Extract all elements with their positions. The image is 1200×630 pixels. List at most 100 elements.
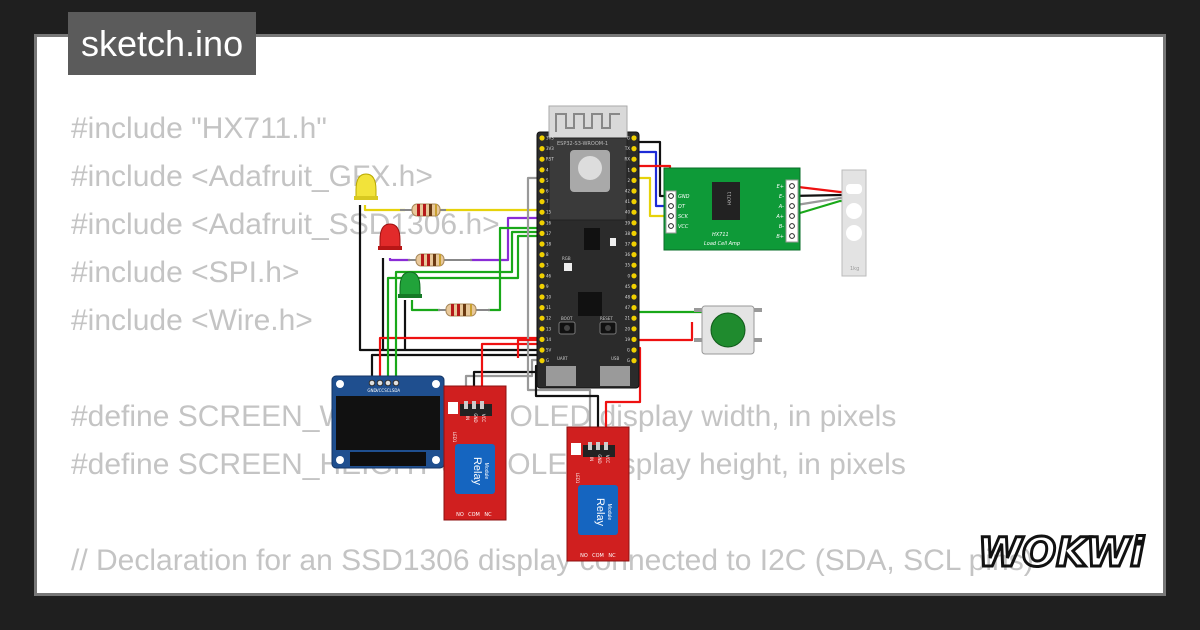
board-pin[interactable] xyxy=(539,188,545,194)
board-pin[interactable] xyxy=(539,326,545,332)
relay-pin[interactable] xyxy=(596,442,600,450)
board-pin[interactable] xyxy=(539,305,545,311)
board-pin[interactable] xyxy=(631,336,637,342)
push-button[interactable] xyxy=(694,305,762,355)
led-green[interactable] xyxy=(398,271,422,298)
board-pin[interactable] xyxy=(539,262,545,268)
hx711-out-pin[interactable] xyxy=(789,193,795,199)
relay2-subtitle: Module xyxy=(606,504,612,521)
board-pin-label: 12 xyxy=(546,316,552,321)
hx711-pin[interactable] xyxy=(668,213,674,219)
board-pin[interactable] xyxy=(631,294,637,300)
led-red[interactable] xyxy=(378,223,402,250)
oled-pin[interactable] xyxy=(392,379,400,387)
hx711-pin[interactable] xyxy=(668,203,674,209)
board-pin[interactable] xyxy=(539,199,545,205)
board-pin[interactable] xyxy=(539,252,545,258)
board-pin[interactable] xyxy=(631,230,637,236)
resistor[interactable] xyxy=(400,203,446,217)
oled-pin[interactable] xyxy=(384,379,392,387)
board-pin[interactable] xyxy=(631,283,637,289)
board-pin[interactable] xyxy=(539,146,545,152)
oled-pin[interactable] xyxy=(376,379,384,387)
board-pin-label: 36 xyxy=(625,252,631,257)
relay-pin[interactable] xyxy=(588,442,592,450)
relay-pin[interactable] xyxy=(480,401,484,409)
board-pin[interactable] xyxy=(631,156,637,162)
usb-port[interactable] xyxy=(600,366,630,386)
board-pin-label: 1 xyxy=(627,167,630,172)
board-pin[interactable] xyxy=(631,241,637,247)
load-cell-label: 1kg xyxy=(850,266,859,272)
board-pin-label: 37 xyxy=(625,242,631,247)
oled-pin-label: SCL xyxy=(384,388,392,393)
resistor[interactable] xyxy=(438,303,490,317)
board-pin-label: 3V3 xyxy=(546,146,554,151)
board-pin-label: 18 xyxy=(546,242,552,247)
board-pin[interactable] xyxy=(631,188,637,194)
board-pin[interactable] xyxy=(631,315,637,321)
board-pin[interactable] xyxy=(539,347,545,353)
hx711-pin-label: GND xyxy=(678,194,690,200)
hx711-pin[interactable] xyxy=(668,223,674,229)
board-pin[interactable] xyxy=(631,209,637,215)
board-pin[interactable] xyxy=(631,262,637,268)
board-pin[interactable] xyxy=(631,347,637,353)
hx711-out-pin[interactable] xyxy=(789,213,795,219)
hx711-out-pin[interactable] xyxy=(789,223,795,229)
board-pin-label: 9 xyxy=(546,284,549,289)
board-pin[interactable] xyxy=(539,294,545,300)
hx711-out-pin[interactable] xyxy=(789,183,795,189)
board-pin[interactable] xyxy=(631,273,637,279)
board-pin[interactable] xyxy=(539,135,545,141)
file-tab-title: sketch.ino xyxy=(68,12,257,75)
espressif-logo-icon xyxy=(578,156,602,180)
board-pin[interactable] xyxy=(539,358,545,364)
led-yellow[interactable] xyxy=(354,173,378,200)
uart-usb-port[interactable] xyxy=(546,366,576,386)
relay-pin-label: IN xyxy=(465,416,470,420)
hx711-out-pin[interactable] xyxy=(789,233,795,239)
relay-terminal-label: NC xyxy=(484,512,492,518)
board-pin[interactable] xyxy=(539,230,545,236)
code-line: #include <Adafruit_SSD1306.h> xyxy=(71,208,500,241)
board-pin[interactable] xyxy=(631,135,637,141)
board-pin[interactable] xyxy=(539,209,545,215)
hx711-subtitle: Load Cell Amp xyxy=(704,241,740,247)
board-pin[interactable] xyxy=(539,167,545,173)
board-pin[interactable] xyxy=(539,220,545,226)
hx711-pin-label: VCC xyxy=(678,224,689,230)
hx711-out-pin[interactable] xyxy=(789,203,795,209)
board-pin[interactable] xyxy=(539,241,545,247)
relay-pin[interactable] xyxy=(464,401,468,409)
board-pin[interactable] xyxy=(539,156,545,162)
load-cell[interactable]: 1kg xyxy=(841,169,867,277)
board-pin[interactable] xyxy=(539,283,545,289)
board-pin[interactable] xyxy=(631,199,637,205)
board-pin[interactable] xyxy=(631,326,637,332)
esp32-board[interactable]: ESP32-S3-WROOM-1 RGB BOOT RESET UART USB… xyxy=(536,105,640,389)
board-pin[interactable] xyxy=(631,358,637,364)
board-pin[interactable] xyxy=(539,177,545,183)
relay-pin[interactable] xyxy=(604,442,608,450)
relay-pin[interactable] xyxy=(472,401,476,409)
board-pin[interactable] xyxy=(539,336,545,342)
resistor[interactable] xyxy=(408,253,472,267)
board-pin[interactable] xyxy=(631,252,637,258)
relay-pin-label: GND xyxy=(473,413,478,422)
board-pin-label: 41 xyxy=(625,199,631,204)
board-pin[interactable] xyxy=(631,167,637,173)
board-pin[interactable] xyxy=(631,177,637,183)
board-pin[interactable] xyxy=(539,315,545,321)
board-pin[interactable] xyxy=(631,220,637,226)
board-pin[interactable] xyxy=(631,305,637,311)
board-pin[interactable] xyxy=(631,146,637,152)
oled-pin[interactable] xyxy=(368,379,376,387)
board-pin[interactable] xyxy=(539,273,545,279)
hx711-pin[interactable] xyxy=(668,193,674,199)
